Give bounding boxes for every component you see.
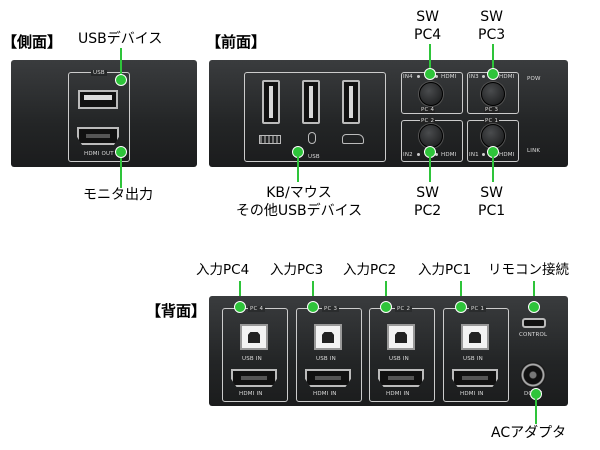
- in-pc4-callout: 入力PC4: [196, 262, 250, 278]
- mouse-icon: [308, 132, 316, 144]
- switch-button-pc2: [419, 124, 443, 148]
- hdmi-label: HDMI: [441, 152, 457, 158]
- ac-adapter-callout: ACアダプタ: [491, 425, 567, 441]
- side-monitor-callout: モニタ出力: [83, 187, 153, 203]
- back-panel: PC 4 PC 3 PC 2 PC 1 USB IN USB IN USB IN…: [209, 296, 568, 406]
- hdmi-port-icon: [452, 369, 498, 387]
- usb-in-label: USB IN: [389, 356, 409, 362]
- hdmi-label: HDMI: [441, 74, 457, 80]
- side-hdmi-label: HDMI OUT: [82, 151, 116, 157]
- callout-dot: [307, 301, 319, 313]
- pc3-label: PC 3: [484, 107, 500, 113]
- front-section-title: 【前面】: [206, 33, 267, 51]
- kb-mouse-callout: KB/マウスその他USBデバイス: [235, 185, 363, 219]
- port-frame-pc3: [296, 308, 362, 402]
- hdmi-in-label: HDMI IN: [313, 391, 337, 397]
- usb-a-port-icon: [302, 80, 320, 124]
- in4-label: IN4: [403, 74, 413, 80]
- side-usb-label: USB: [91, 70, 107, 76]
- callout-dot: [380, 301, 392, 313]
- front-usb-label: USB: [306, 154, 322, 160]
- callout-dot: [487, 68, 499, 80]
- port-frame-pc2: [369, 308, 435, 402]
- side-section-title: 【側面】: [2, 33, 63, 51]
- remote-callout: リモコン接続: [488, 262, 569, 278]
- dc-jack-icon: [520, 362, 546, 388]
- in-pc2-callout: 入力PC2: [343, 262, 397, 278]
- usb-b-port-icon: [461, 324, 489, 350]
- usb-b-port-icon: [240, 324, 268, 350]
- hdmi-in-label: HDMI IN: [460, 391, 484, 397]
- link-label: LINK: [527, 148, 541, 154]
- back-pc2-label: PC 2: [395, 306, 413, 312]
- pc2-label: PC 2: [420, 118, 436, 124]
- hdmi-port-icon: [231, 369, 277, 387]
- in2-label: IN2: [403, 152, 413, 158]
- callout-dot: [528, 301, 540, 313]
- switch-button-pc1: [481, 124, 505, 148]
- usb-a-port-icon: [262, 80, 280, 124]
- keyboard-icon: [259, 135, 281, 144]
- hdmi-in-label: HDMI IN: [386, 391, 410, 397]
- callout-dot: [115, 146, 127, 158]
- front-usb-frame: [244, 72, 386, 162]
- hdmi-label: HDMI: [499, 152, 515, 158]
- port-frame-pc4: [222, 308, 288, 402]
- hdmi-label: HDMI: [499, 74, 515, 80]
- back-pc4-label: PC 4: [248, 306, 266, 312]
- port-frame-pc1: [443, 308, 509, 402]
- usb-a-port-icon: [78, 90, 118, 109]
- pc1-label: PC 1: [484, 118, 500, 124]
- pow-label: POW: [527, 76, 541, 82]
- callout-dot: [424, 68, 436, 80]
- in-pc1-callout: 入力PC1: [418, 262, 472, 278]
- usb-in-label: USB IN: [242, 356, 262, 362]
- front-panel: USB IN4 HDMI IN3 HDMI PC 4 PC 3 PC 2 PC …: [209, 60, 568, 167]
- usb-in-label: USB IN: [316, 356, 336, 362]
- switch-button-pc4: [419, 82, 443, 106]
- pc4-label: PC 4: [420, 107, 436, 113]
- usb-b-port-icon: [387, 324, 415, 350]
- control-label: CONTROL: [519, 332, 548, 338]
- hdmi-port-icon: [305, 369, 351, 387]
- callout-dot: [234, 301, 246, 313]
- callout-dot: [115, 74, 127, 86]
- hdmi-port-icon: [77, 127, 119, 145]
- in-pc3-callout: 入力PC3: [270, 262, 324, 278]
- back-section-title: 【背面】: [146, 302, 207, 320]
- usb-b-port-icon: [314, 324, 342, 350]
- callout-dot: [455, 301, 467, 313]
- control-port-icon: [522, 318, 546, 328]
- in1-label: IN1: [469, 152, 479, 158]
- hdmi-in-label: HDMI IN: [239, 391, 263, 397]
- usb-in-label: USB IN: [463, 356, 483, 362]
- back-pc3-label: PC 3: [322, 306, 340, 312]
- side-usb-callout: USBデバイス: [78, 31, 163, 47]
- car-icon: [342, 134, 364, 144]
- hdmi-port-icon: [378, 369, 424, 387]
- side-panel: USB HDMI OUT: [11, 60, 197, 167]
- in3-label: IN3: [469, 74, 479, 80]
- usb-a-port-icon: [342, 80, 360, 124]
- switch-button-pc3: [481, 82, 505, 106]
- back-pc1-label: PC 1: [469, 306, 487, 312]
